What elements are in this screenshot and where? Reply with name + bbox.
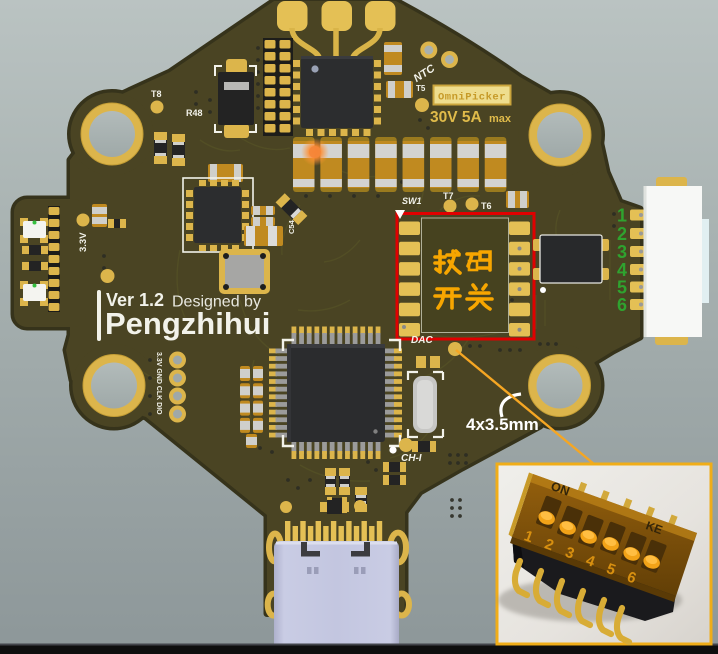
svg-text:Ver 1.2: Ver 1.2 <box>106 290 164 310</box>
svg-text:3: 3 <box>617 242 627 262</box>
svg-text:2: 2 <box>617 224 627 244</box>
svg-text:1: 1 <box>617 206 627 226</box>
svg-text:T7: T7 <box>443 191 454 201</box>
svg-text:6: 6 <box>617 295 627 315</box>
svg-text:30V 5A: 30V 5A <box>430 109 482 126</box>
svg-text:C54: C54 <box>287 219 296 234</box>
svg-text:4x3.5mm: 4x3.5mm <box>466 415 539 434</box>
svg-text:SW1: SW1 <box>402 196 422 206</box>
svg-text:5: 5 <box>617 278 627 298</box>
svg-text:OmniPicker: OmniPicker <box>438 92 506 104</box>
svg-text:max: max <box>489 113 512 125</box>
svg-text:T8: T8 <box>151 89 162 99</box>
svg-text:4: 4 <box>617 260 627 280</box>
svg-text:R48: R48 <box>186 108 203 118</box>
svg-text:KE: KE <box>644 518 664 537</box>
svg-text:T5: T5 <box>416 84 426 93</box>
svg-text:3.3V GND CLK DIO: 3.3V GND CLK DIO <box>155 352 162 415</box>
svg-text:ON: ON <box>549 479 571 499</box>
svg-text:3.3V: 3.3V <box>78 232 89 252</box>
svg-text:T6: T6 <box>481 201 492 211</box>
svg-text:CH-I: CH-I <box>401 453 422 464</box>
svg-text:DAC: DAC <box>411 335 433 346</box>
svg-text:Pengzhihui: Pengzhihui <box>105 306 270 341</box>
svg-text:Designed by: Designed by <box>172 294 261 311</box>
